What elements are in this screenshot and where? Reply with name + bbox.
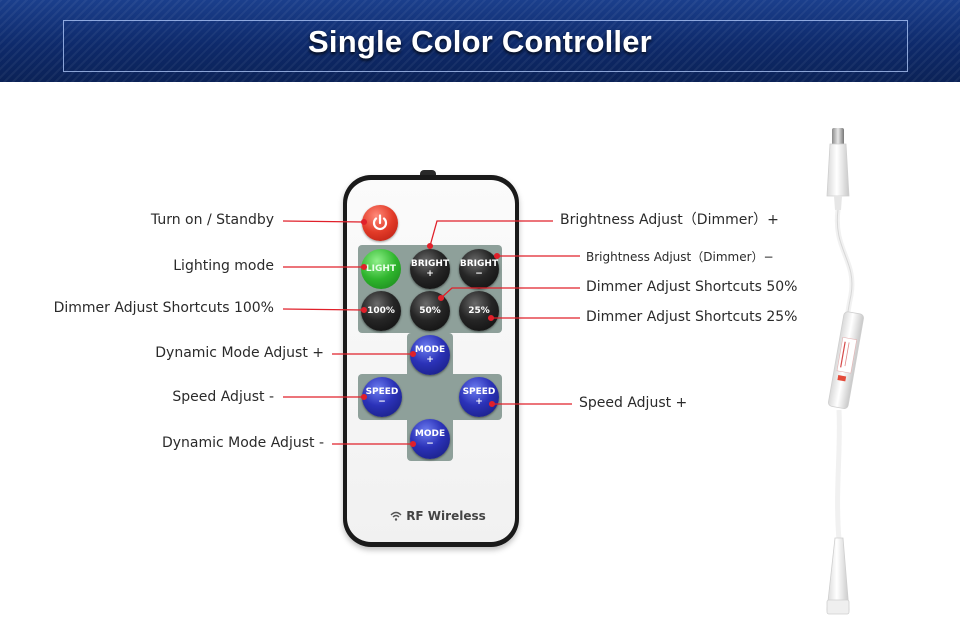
mode-minus-sign: − [426,439,434,449]
callout-dynamic-plus: Dynamic Mode Adjust + [155,345,324,361]
remote-antenna-nub [420,170,436,178]
cable-lower [835,409,842,541]
bright-minus-button[interactable]: BRIGHT − [459,249,499,289]
receiver-cable [826,128,864,615]
light-button[interactable]: LIGHT [361,249,401,289]
power-button[interactable] [362,205,398,241]
dimmer-100-label: 100% [367,306,395,316]
speed-minus-button[interactable]: SPEED − [362,377,402,417]
dc-socket-bottom [826,537,850,611]
speed-minus-label: SPEED [365,387,399,397]
dc-plug-tip [832,128,844,146]
rf-wireless-label: RF Wireless [390,509,486,523]
dimmer-25-label: 25% [468,306,490,316]
callout-bright-minus: Brightness Adjust（Dimmer）− [586,250,774,264]
callout-dimmer-25: Dimmer Adjust Shortcuts 25% [586,309,798,325]
line-dimmer-100 [282,308,364,311]
speed-minus-sign: − [378,397,386,407]
wifi-icon [390,511,402,521]
dc-plug-top [826,143,850,197]
speed-plus-sign: + [475,397,483,407]
callout-speed-plus: Speed Adjust + [579,395,688,411]
banner-frame [63,20,908,72]
bright-minus-sign: − [475,269,483,279]
mode-plus-label: MODE [414,345,446,355]
mode-plus-button[interactable]: MODE + [410,335,450,375]
receiver-box [828,311,864,409]
bright-plus-sign: + [426,269,434,279]
callout-speed-minus: Speed Adjust - [172,389,274,405]
bright-plus-label: BRIGHT [410,259,450,269]
speed-plus-button[interactable]: SPEED + [459,377,499,417]
mode-minus-button[interactable]: MODE − [410,419,450,459]
bright-plus-button[interactable]: BRIGHT + [410,249,450,289]
callout-turn-on: Turn on / Standby [150,212,274,228]
callout-bright-plus: Brightness Adjust（Dimmer）+ [560,212,779,228]
speed-plus-label: SPEED [462,387,496,397]
dimmer-25-button[interactable]: 25% [459,291,499,331]
line-dimmer-50 [440,287,580,299]
mode-plus-sign: + [426,355,434,365]
line-turn-on [282,220,364,223]
callout-dynamic-minus: Dynamic Mode Adjust - [161,435,324,451]
dimmer-100-button[interactable]: 100% [361,291,401,331]
rf-wireless-text: RF Wireless [406,509,486,523]
power-icon [372,214,388,230]
dimmer-50-label: 50% [419,306,441,316]
callout-dimmer-100: Dimmer Adjust Shortcuts 100% [53,300,274,316]
mode-minus-label: MODE [414,429,446,439]
page-title: Single Color Controller [308,24,652,59]
header-banner: Single Color Controller [0,0,960,82]
light-button-label: LIGHT [365,264,397,274]
callout-dimmer-50: Dimmer Adjust Shortcuts 50% [586,279,798,295]
bright-minus-label: BRIGHT [459,259,499,269]
callout-lighting-mode: Lighting mode [173,258,274,274]
line-bright-plus [429,220,553,247]
